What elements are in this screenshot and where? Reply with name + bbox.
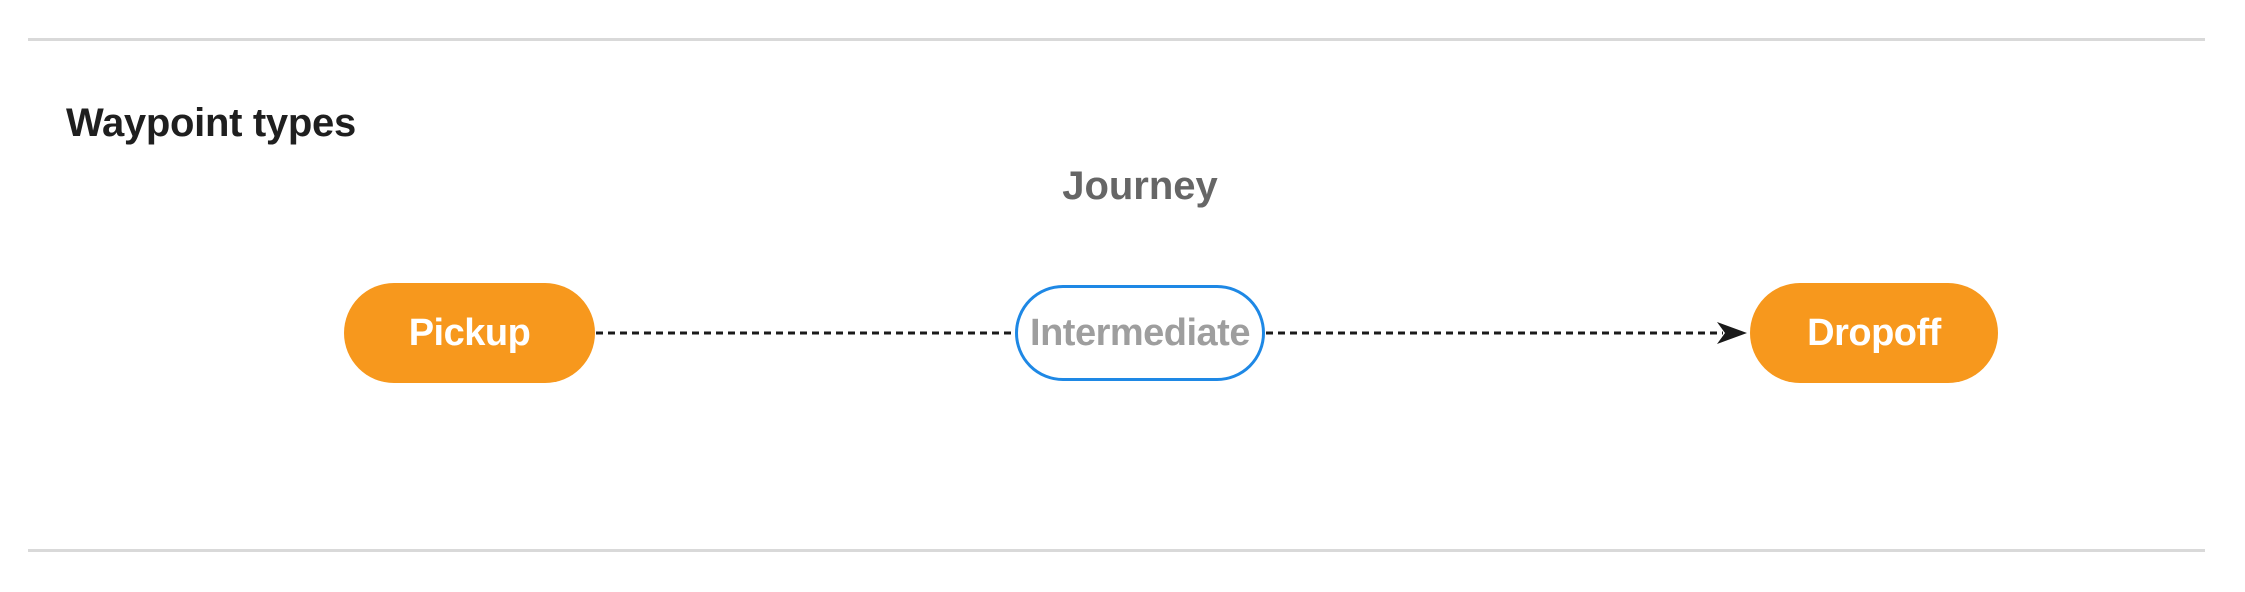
node-pickup: Pickup (344, 283, 595, 383)
node-dropoff: Dropoff (1750, 283, 1998, 383)
node-intermediate-label: Intermediate (1030, 311, 1250, 354)
node-pickup-label: Pickup (408, 311, 531, 354)
section-title: Waypoint types (66, 101, 356, 146)
divider-top (28, 38, 2205, 41)
journey-label: Journey (1062, 164, 1218, 208)
node-dropoff-label: Dropoff (1807, 311, 1941, 354)
divider-bottom (28, 549, 2205, 552)
arrowhead-icon (1717, 322, 1747, 344)
node-intermediate: Intermediate (1015, 285, 1265, 381)
